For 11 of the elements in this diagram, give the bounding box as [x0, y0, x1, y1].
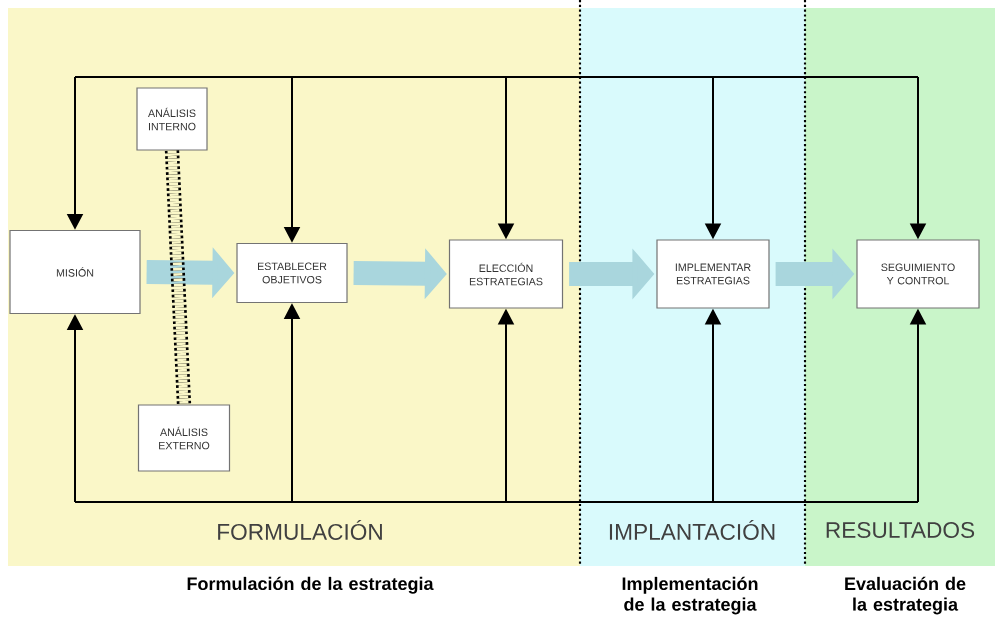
process-box: ANÁLISIS EXTERNO [137, 404, 231, 472]
caption: Formulación de la estrategia [187, 576, 434, 594]
dotted-link [164, 150, 192, 405]
caption: Implementación de la estrategia [622, 576, 758, 615]
process-box: ELECCIÓN ESTRATEGIAS [448, 239, 564, 309]
process-box: SEGUIMIENTO Y CONTROL [856, 239, 980, 309]
process-box: IMPLEMENTAR ESTRATEGIAS [656, 239, 770, 309]
process-box: ESTABLECER OBJETIVOS [236, 242, 348, 304]
process-box: MISIÓN [9, 229, 141, 315]
process-box: ANÁLISIS INTERNO [136, 87, 208, 151]
caption: Evaluación de la estrategia [845, 576, 966, 615]
